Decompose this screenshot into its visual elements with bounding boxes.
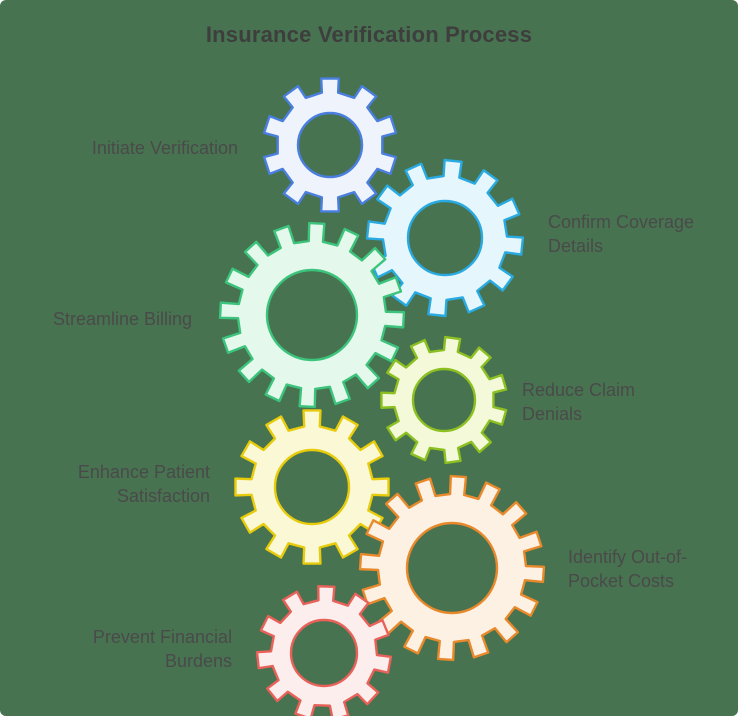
gear-initiate-verification (262, 77, 398, 213)
gear-label-identify-out-of-pocket-costs: Identify Out-of- Pocket Costs (568, 547, 688, 591)
gear-prevent-financial-burdens (255, 585, 393, 716)
gear-enhance-patient-satisfaction (234, 409, 390, 565)
gear-label-initiate-verification: Initiate Verification (91, 138, 238, 158)
gear-confirm-coverage-details (365, 158, 525, 318)
gear-identify-out-of-pocket-costs (358, 474, 546, 662)
gear-streamline-billing (218, 221, 406, 409)
gear-label-enhance-patient-satisfaction: Enhance Patient Satisfaction (77, 462, 210, 506)
gear-label-confirm-coverage-details: Confirm Coverage Details (548, 212, 695, 256)
gear-label-streamline-billing: Streamline Billing (52, 309, 192, 329)
gear-label-reduce-claim-denials: Reduce Claim Denials (522, 380, 636, 424)
gear-reduce-claim-denials (380, 335, 508, 465)
page-title: Insurance Verification Process (205, 22, 533, 47)
gear-label-prevent-financial-burdens: Prevent Financial Burdens (92, 627, 232, 671)
